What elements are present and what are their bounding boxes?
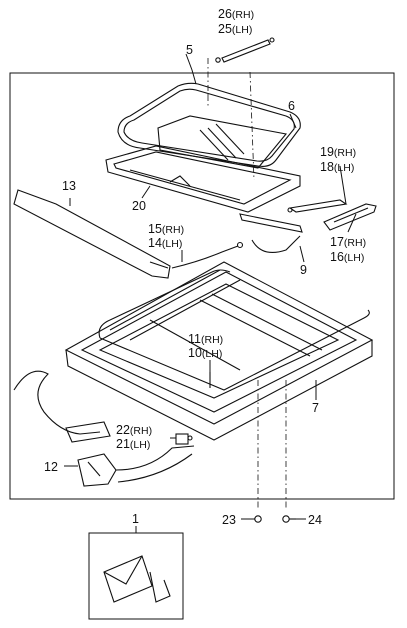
callout-25: 25(LH)	[218, 22, 252, 36]
guide-line-right	[249, 71, 255, 181]
part-16-17-link	[323, 203, 377, 231]
assembly-frame	[9, 72, 395, 500]
callout-10: 10(LH)	[188, 346, 222, 360]
part-25-26-strip	[215, 37, 275, 63]
leader-16	[347, 213, 357, 233]
part-13-trim	[13, 189, 171, 279]
callout-13: 13	[62, 179, 76, 193]
callout-26: 26(RH)	[218, 7, 254, 21]
part-21-22-bracket	[175, 433, 193, 445]
leader-20	[141, 185, 151, 199]
callout-11: 11(RH)	[188, 332, 223, 346]
callout-23: 23	[222, 513, 236, 527]
part-1-kit-items	[103, 555, 171, 603]
part-7-main-frame	[64, 261, 374, 441]
callout-12: 12	[44, 460, 58, 474]
callout-18: 18(LH)	[320, 160, 354, 174]
callout-17: 17(RH)	[330, 235, 366, 249]
leader-18	[339, 165, 347, 205]
part-10-11-deflector	[98, 269, 370, 391]
part-23-nut	[254, 515, 262, 523]
callout-22: 22(RH)	[116, 423, 152, 437]
callout-15: 15(RH)	[148, 222, 184, 236]
part-12-motor	[13, 370, 195, 487]
leader-9	[299, 245, 305, 263]
part-24-bolt	[282, 515, 296, 523]
leader-5	[185, 53, 197, 85]
callout-24: 24	[308, 513, 322, 527]
callout-9: 9	[300, 263, 307, 277]
callout-20: 20	[132, 199, 146, 213]
leader-6	[289, 113, 297, 129]
part-9-guide	[239, 213, 303, 253]
callout-21: 21(LH)	[116, 437, 150, 451]
callout-5: 5	[186, 43, 193, 57]
part-14-15-hose	[171, 241, 244, 269]
part-5-weatherstrip	[117, 82, 301, 167]
callout-1: 1	[132, 512, 139, 526]
part-6-glass	[157, 115, 288, 169]
part-20-sunshade	[105, 145, 301, 213]
part-18-19-bracket	[287, 199, 348, 213]
callout-19: 19(RH)	[320, 145, 356, 159]
callout-7: 7	[312, 401, 319, 415]
callout-14: 14(LH)	[148, 236, 182, 250]
callout-16: 16(LH)	[330, 250, 364, 264]
callout-6: 6	[288, 99, 295, 113]
kit-box	[88, 532, 184, 620]
